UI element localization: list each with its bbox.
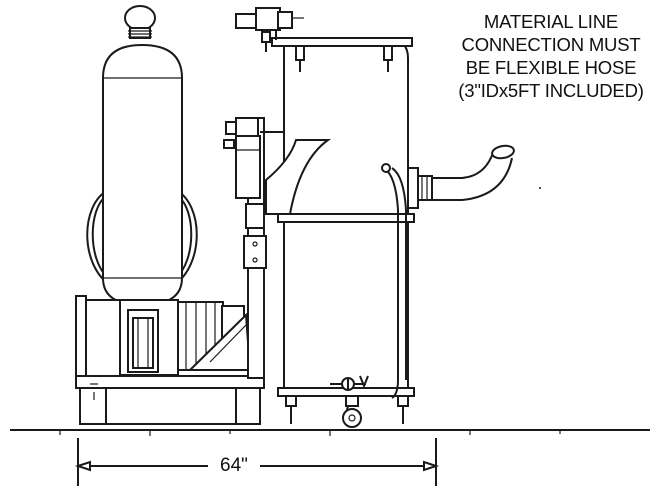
width-dimension-line (74, 438, 440, 486)
discharge-valve (330, 375, 369, 391)
motor-blower-assembly (75, 295, 252, 383)
casters (285, 395, 409, 428)
vertical-tube (381, 163, 407, 399)
width-dimension-label: 64" (212, 455, 256, 477)
receiver-tank (86, 5, 198, 307)
material-inlet (407, 167, 433, 209)
note-line-1: MATERIAL LINE (483, 11, 619, 32)
base-skid (75, 375, 265, 425)
note-line-4: (3"IDx5FT INCLUDED) (458, 80, 644, 101)
note-line-3: BE FLEXIBLE HOSE (465, 57, 637, 78)
ground-ticks (59, 430, 561, 436)
flexible-hose (432, 144, 515, 201)
lid-clamps (271, 37, 413, 72)
hopper-body (265, 39, 415, 397)
material-line-note: MATERIAL LINE CONNECTION MUST BE FLEXIBL… (440, 10, 662, 102)
top-valve-assembly (235, 7, 304, 52)
note-line-2: CONNECTION MUST (461, 34, 641, 55)
filter-regulator (223, 117, 328, 199)
